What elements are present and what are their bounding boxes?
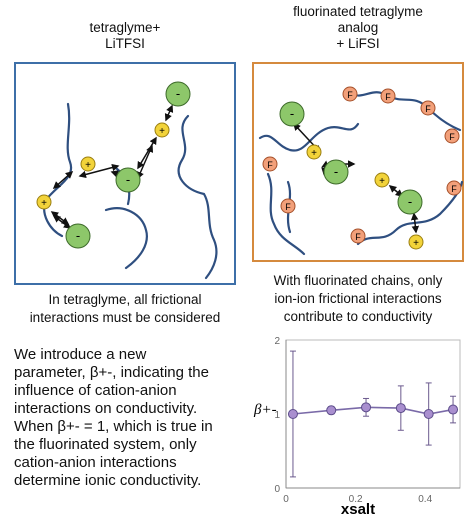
intro-line: We introduce a new — [14, 346, 147, 363]
anion: - — [115, 167, 141, 193]
data-point — [326, 405, 337, 416]
cation: + — [306, 144, 322, 160]
left-schematic: - - - + + + — [36, 81, 218, 280]
fluorine-symbol: F — [267, 160, 273, 170]
interaction-arrow — [52, 171, 74, 189]
right-caption-line-1: With fluorinated chains, only — [273, 273, 443, 288]
anion: - — [65, 223, 91, 249]
right-title-line-1: fluorinated tetraglyme — [293, 4, 423, 19]
anion-symbol: - — [76, 228, 80, 243]
anion: - — [397, 189, 423, 215]
fluorine-symbol: F — [451, 184, 457, 194]
data-point — [395, 403, 406, 414]
x-tick-label: 0.2 — [349, 494, 363, 505]
beta-chart: 0 1 2 0 0.2 0.4 β+- xsalt — [250, 330, 470, 518]
right-schematic: - - - + + + F F — [258, 86, 464, 256]
left-caption-line-2: interactions must be considered — [29, 310, 221, 325]
left-title-line-1: tetraglyme+ — [89, 20, 161, 35]
y-tick-label: 0 — [274, 484, 280, 495]
data-point — [361, 402, 372, 413]
interaction-arrow — [52, 215, 72, 229]
fluorine-group: F — [420, 100, 436, 116]
left-panel-title: tetraglyme+ LiTFSI — [20, 20, 230, 52]
y-tick-label: 2 — [274, 336, 280, 347]
chain — [348, 91, 462, 132]
anion: - — [165, 81, 191, 107]
fluorine-symbol: F — [355, 232, 361, 242]
right-caption: With fluorinated chains, only ion-ion fr… — [246, 272, 470, 326]
cation-symbol: + — [41, 198, 47, 209]
cation: + — [80, 156, 96, 172]
x-tick-label: 0.4 — [418, 494, 432, 505]
intro-line: interactions on conductivity. — [14, 400, 198, 417]
cation-symbol: + — [311, 148, 317, 159]
chain — [266, 172, 306, 256]
cation: + — [408, 234, 424, 250]
anion-symbol: - — [290, 106, 294, 121]
intro-line: determine ionic conductivity. — [14, 472, 202, 489]
left-schematic-panel: - - - + + + — [14, 62, 236, 285]
intro-line: When β+- = 1, which is true in — [14, 418, 213, 435]
anion-symbol: - — [334, 164, 338, 179]
interaction-arrow — [410, 212, 420, 234]
anion: - — [279, 101, 305, 127]
intro-line: parameter, β+-, indicating the — [14, 364, 209, 381]
right-title-line-2: analog — [337, 20, 379, 35]
interaction-arrow — [388, 185, 404, 197]
right-schematic-panel: - - - + + + F F — [252, 62, 464, 262]
x-tick-label: 0 — [283, 494, 289, 505]
right-caption-line-2: ion-ion frictional interactions — [274, 291, 442, 306]
chain — [177, 114, 218, 280]
fluorine-group: F — [444, 128, 460, 144]
cation: + — [36, 194, 52, 210]
fluorine-group: F — [380, 88, 396, 104]
anion-symbol: - — [176, 86, 180, 101]
chart-y-label: β+- — [253, 402, 277, 418]
left-caption-line-1: In tetraglyme, all frictional — [48, 292, 202, 307]
cation-symbol: + — [413, 238, 419, 249]
anion-symbol: - — [408, 194, 412, 209]
chain — [104, 207, 148, 270]
fluorine-group: F — [342, 86, 358, 102]
fluorine-group: F — [280, 198, 296, 214]
anion-symbol: - — [126, 172, 130, 187]
intro-line: the fluorinated system, only — [14, 436, 197, 453]
fluorine-symbol: F — [347, 90, 353, 100]
interaction-arrow — [137, 136, 157, 170]
interaction-arrow — [78, 163, 120, 179]
fluorine-symbol: F — [385, 92, 391, 102]
cation: + — [374, 172, 390, 188]
chart-axes: 0 1 2 0 0.2 0.4 — [274, 336, 461, 505]
cation-symbol: + — [159, 126, 165, 137]
interaction-arrow — [136, 144, 154, 180]
intro-line: cation-anion interactions — [14, 454, 177, 471]
right-title-line-3: + LiFSI — [336, 36, 380, 51]
cation-symbol: + — [379, 176, 385, 187]
left-caption: In tetraglyme, all frictional interactio… — [14, 291, 236, 327]
fluorine-group: F — [446, 180, 462, 196]
beta-chart-svg: 0 1 2 0 0.2 0.4 β+- xsalt — [253, 336, 461, 518]
chart-marks — [287, 350, 459, 478]
anion: - — [323, 159, 349, 185]
data-point — [287, 409, 298, 419]
plot-frame — [285, 339, 461, 489]
data-point — [448, 404, 459, 415]
interaction-arrow — [50, 211, 70, 225]
intro-line: influence of cation-anion — [14, 382, 177, 399]
cation-symbol: + — [85, 160, 91, 171]
data-point — [423, 409, 434, 419]
interaction-arrow — [164, 104, 174, 122]
chart-x-label: xsalt — [341, 501, 375, 518]
fluorine-group: F — [262, 156, 278, 172]
right-caption-line-3: contribute to conductivity — [283, 309, 433, 324]
cation: + — [154, 122, 170, 138]
right-panel-title: fluorinated tetraglyme analog + LiFSI — [250, 4, 466, 52]
intro-paragraph: We introduce a new parameter, β+-, indic… — [14, 346, 260, 490]
fluorine-group: F — [350, 228, 366, 244]
fluorine-symbol: F — [285, 202, 291, 212]
left-title-line-2: LiTFSI — [105, 36, 145, 51]
y-tick-label: 1 — [274, 410, 280, 421]
fluorine-symbol: F — [425, 104, 431, 114]
fluorine-symbol: F — [449, 132, 455, 142]
